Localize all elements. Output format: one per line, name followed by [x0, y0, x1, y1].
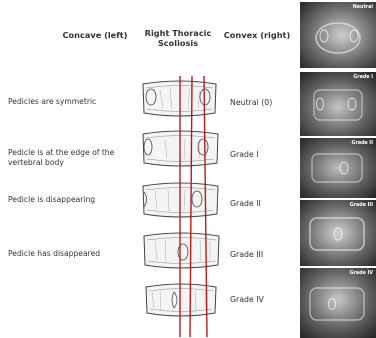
- vertebra-grade-3: [144, 233, 219, 268]
- xray-label-neutral: Neutral: [353, 5, 373, 10]
- xray-label-grade-4: Grade IV: [350, 271, 373, 276]
- xray-neutral: Neutral: [300, 2, 376, 68]
- xray-label-grade-2: Grade II: [352, 141, 373, 146]
- xray-grade-1: Grade I: [300, 72, 376, 136]
- vertebra-diagram: [0, 0, 300, 338]
- xray-label-grade-3: Grade III: [350, 203, 373, 208]
- xray-grade-3: Grade III: [300, 200, 376, 266]
- xray-label-grade-1: Grade I: [353, 75, 373, 80]
- xray-grade-4: Grade IV: [300, 268, 376, 338]
- xray-grade-2: Grade II: [300, 138, 376, 198]
- vertebra-grade-4: [146, 284, 216, 316]
